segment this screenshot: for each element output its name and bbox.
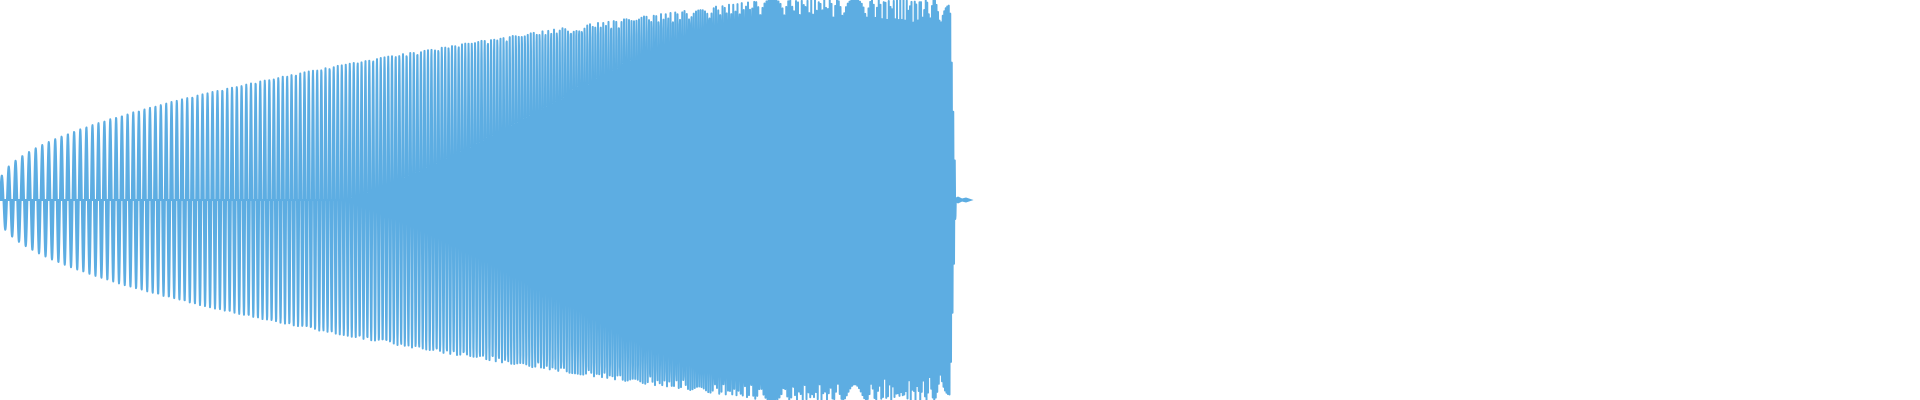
waveform-tail: [950, 196, 974, 204]
waveform-fill: [0, 0, 957, 400]
